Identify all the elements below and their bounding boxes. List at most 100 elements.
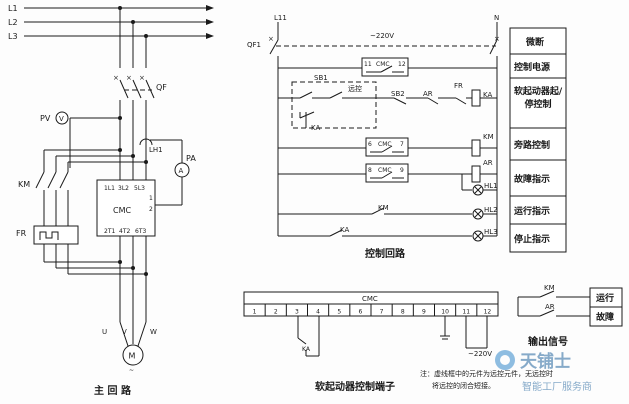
cmc-term-6: 6	[368, 141, 372, 148]
cmc-tag-3: CMC	[378, 167, 392, 174]
output-signal: KM AR 运行 故障 输出信号	[517, 284, 623, 348]
terminal-ka-label: KA	[302, 346, 311, 353]
fr-thermal-relay: FR	[16, 225, 148, 276]
cmc-in-2: 3L2	[118, 185, 129, 192]
terminal-title: CMC	[362, 295, 378, 303]
watermark-brand: 天铺士	[520, 351, 571, 372]
ka-contact-label: KA	[340, 226, 349, 234]
terminal-number: 12	[484, 309, 492, 316]
cmc-in-3: 5L3	[134, 185, 145, 192]
note-line-2: 将远控的闭合短接。	[432, 381, 495, 390]
sb1-label: SB1	[314, 74, 328, 82]
terminal-number: 9	[422, 309, 426, 316]
func-run: 运行指示	[514, 205, 550, 217]
func-stop: 停止指示	[514, 233, 550, 245]
motor-term-w: W	[150, 328, 157, 336]
lh1-pa: LH1 A PA	[139, 138, 196, 206]
qf-breaker: × × × QF	[113, 74, 167, 180]
svg-text:×: ×	[494, 35, 500, 43]
ka-coil-label: KA	[483, 91, 492, 99]
row-stop: KA HL3	[278, 226, 498, 242]
output-caption: 输出信号	[528, 335, 568, 348]
lh1-label: LH1	[149, 146, 163, 154]
func-breaker: 微断	[525, 36, 544, 48]
cmc-tag-2: CMC	[378, 141, 392, 148]
ammeter-symbol: A	[179, 167, 184, 175]
terminal-number: 11	[462, 309, 470, 316]
cmc-out-2: 4T2	[119, 228, 130, 235]
control-voltage: ~220V	[370, 32, 394, 40]
cmc-term-9: 9	[400, 167, 404, 174]
terminal-voltage: ~220V	[468, 350, 492, 358]
fr-label: FR	[16, 229, 27, 238]
terminal-number: 8	[401, 309, 405, 316]
control-circuit: L11 N × × QF1 ~220V 11 CMC 12 SB1 远控	[247, 14, 500, 260]
note-line-1: 注：虚线框中的元件为远控元件，无远控时	[420, 369, 553, 378]
row-fault: 8 CMC 9 AR HL1	[278, 159, 498, 196]
cmc-term-8: 8	[368, 167, 372, 174]
row-start-stop: SB1 远控 KA SB2 AR FR KA	[278, 74, 497, 132]
cmc-label: CMC	[113, 206, 131, 215]
terminal-number: 5	[337, 309, 341, 316]
terminal-number: 6	[359, 309, 363, 316]
main-circuit-caption: 主 回 路	[94, 384, 132, 397]
function-table: 微断 控制电源 软起动器起/停控制 旁路控制 故障指示 运行指示 停止指示	[509, 27, 567, 253]
row-run: KM HL2	[278, 204, 498, 220]
terminal-number: 7	[380, 309, 384, 316]
func-fault: 故障指示	[514, 173, 550, 185]
note: 注：虚线框中的元件为远控元件，无远控时 将远控的闭合短接。	[420, 369, 553, 390]
cmc-term-11: 11	[364, 61, 372, 68]
n-label: N	[494, 14, 499, 22]
terminal-number: 3	[295, 309, 299, 316]
terminal-number: 2	[274, 309, 278, 316]
phase-label-l3: L3	[8, 32, 18, 41]
svg-text:×: ×	[113, 74, 119, 82]
km-coil-label: KM	[483, 133, 494, 141]
cmc-out-3: 6T3	[135, 228, 146, 235]
motor-term-v: V	[122, 328, 127, 336]
control-circuit-caption: 控制回路	[365, 247, 406, 260]
phase-label-l1: L1	[8, 4, 18, 13]
hl1-label: HL1	[484, 182, 498, 190]
sb2-label: SB2	[391, 90, 405, 98]
cmc-in-1: 1L1	[104, 185, 115, 192]
cmc-out-1: 2T1	[104, 228, 115, 235]
ar-label: AR	[423, 90, 433, 98]
svg-text:×: ×	[139, 74, 145, 82]
cmc-side-1: 1	[149, 195, 153, 202]
main-circuit: L1 L2 L3 × × × QF	[8, 4, 214, 397]
svg-text:×: ×	[126, 74, 132, 82]
watermark: 天铺士 智能工厂服务商	[495, 350, 592, 393]
func-start-stop: 软起动器起/停控制	[513, 87, 563, 110]
watermark-tagline: 智能工厂服务商	[522, 380, 592, 393]
remote-label: 远控	[348, 84, 362, 93]
func-bypass: 旁路控制	[513, 139, 550, 151]
pa-label: PA	[186, 154, 196, 163]
row-cmc-11-12: 11 CMC 12	[278, 57, 497, 77]
motor-term-u: U	[102, 328, 107, 336]
cmc-side-2: 2	[149, 206, 153, 213]
hl2-label: HL2	[484, 206, 498, 214]
fr-label-control: FR	[454, 82, 463, 90]
out-run-label: 运行	[596, 292, 614, 304]
km-label: KM	[18, 180, 30, 189]
svg-text:×: ×	[268, 35, 274, 43]
row-bypass: 6 CMC 7 KM	[278, 133, 497, 157]
voltmeter-symbol: V	[59, 115, 64, 123]
km-contactor: KM	[18, 171, 69, 226]
motor-label: M	[129, 352, 136, 361]
ka-label-remote: KA	[311, 124, 320, 132]
hl3-label: HL3	[484, 228, 498, 236]
cmc-term-7: 7	[400, 141, 404, 148]
pv-label: PV	[40, 114, 51, 123]
cmc-term-12: 12	[398, 61, 406, 68]
out-km-label: KM	[544, 284, 555, 292]
terminal-number: 1	[253, 309, 257, 316]
ar-coil-label: AR	[483, 159, 493, 167]
phase-label-l2: L2	[8, 18, 18, 27]
l11-label: L11	[274, 14, 287, 22]
cmc-tag: CMC	[376, 61, 390, 68]
terminal-number: 10	[441, 309, 449, 316]
